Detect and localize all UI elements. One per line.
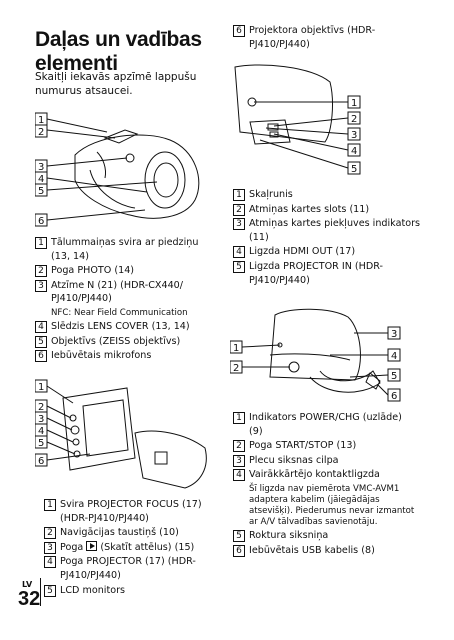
lens-icon [153, 162, 179, 198]
callout-3: 3 [38, 162, 44, 173]
callout-4: 4 [391, 351, 397, 362]
strap-line [96, 151, 106, 179]
intro-text: Skaitļi iekavās apzīmē lappušu numurus a… [35, 71, 197, 97]
grip-strap [309, 370, 381, 393]
zoom-lever [103, 129, 139, 144]
body-seam [269, 353, 351, 361]
page-rule [40, 578, 41, 606]
camera-back-diagram: 1 2 3 4 5 6 [230, 308, 401, 402]
camera-screen-diagram: 1 2 3 4 5 6 [35, 379, 207, 489]
callout-5: 5 [351, 164, 357, 175]
callout-3: 3 [391, 329, 397, 340]
page-title: Daļas un vadības elementi [35, 28, 202, 75]
nfc-mark [125, 153, 135, 163]
port-cover [249, 119, 291, 145]
callout-1: 1 [38, 382, 44, 393]
callout-1: 1 [233, 343, 239, 354]
camera-body-outline [234, 64, 333, 143]
callout-4: 4 [38, 426, 44, 437]
usb-cable [365, 372, 381, 390]
callout-5: 5 [391, 371, 397, 382]
callout-5: 5 [38, 186, 44, 197]
camera-body-outline [134, 430, 207, 489]
callout-2: 2 [233, 363, 239, 374]
camera-front-diagram: 1 2 3 4 5 6 [35, 112, 200, 227]
callout-2: 2 [38, 127, 44, 138]
camera-body-outline [269, 308, 361, 381]
start-stop-button [288, 361, 300, 373]
callout-4: 4 [38, 174, 44, 185]
camera-side-diagram: 1 2 3 4 5 [234, 64, 361, 175]
callout-6: 6 [38, 216, 44, 227]
lcd-screen [82, 399, 129, 457]
lens-icon [154, 451, 168, 465]
callout-5: 5 [38, 438, 44, 449]
page-number: 32 [18, 588, 41, 610]
view-images-button [72, 438, 80, 446]
camera-body-outline [74, 134, 200, 219]
lens-housing [144, 151, 186, 209]
lcd-panel-outline [62, 387, 136, 471]
language-code: LV [22, 580, 33, 589]
callout-6: 6 [391, 391, 397, 402]
callout-4: 4 [351, 146, 357, 157]
callout-3: 3 [38, 414, 44, 425]
callout-2: 2 [38, 402, 44, 413]
callout-2: 2 [351, 114, 357, 125]
navigation-button [70, 425, 80, 435]
hdmi-port [267, 123, 279, 131]
callout-3: 3 [351, 130, 357, 141]
callout-1: 1 [351, 98, 357, 109]
play-icon [86, 540, 98, 551]
callout-1: 1 [38, 115, 44, 126]
callout-6: 6 [38, 456, 44, 467]
grip-line [89, 169, 136, 209]
